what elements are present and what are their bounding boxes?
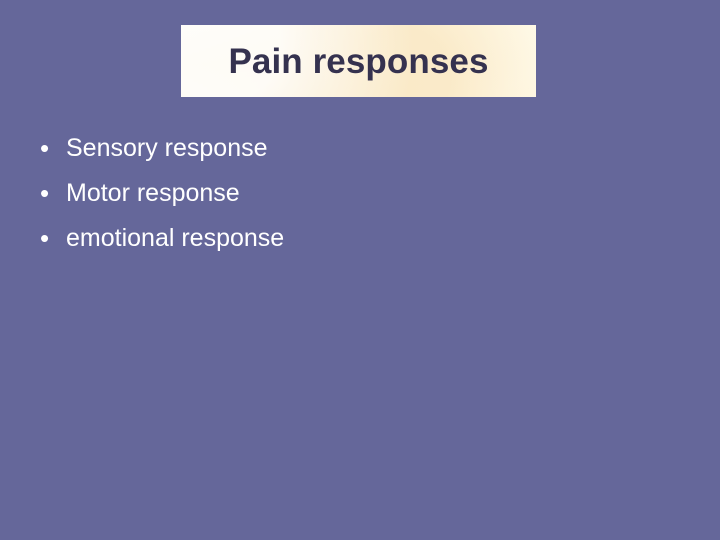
page-title: Pain responses — [228, 41, 489, 81]
bullet-point-icon: • — [40, 178, 50, 208]
list-item-label: Sensory response — [66, 134, 268, 162]
list-item: • Motor response — [40, 176, 660, 221]
bullet-point-icon: • — [40, 223, 50, 253]
list-item: • Sensory response — [40, 131, 660, 176]
list-item-label: Motor response — [66, 179, 240, 207]
list-item-label: emotional response — [66, 224, 285, 252]
slide-title-box: Pain responses — [181, 25, 536, 97]
list-item: • emotional response — [40, 221, 660, 266]
bullet-list: • Sensory response • Motor response • em… — [40, 131, 660, 266]
bullet-point-icon: • — [40, 133, 50, 163]
